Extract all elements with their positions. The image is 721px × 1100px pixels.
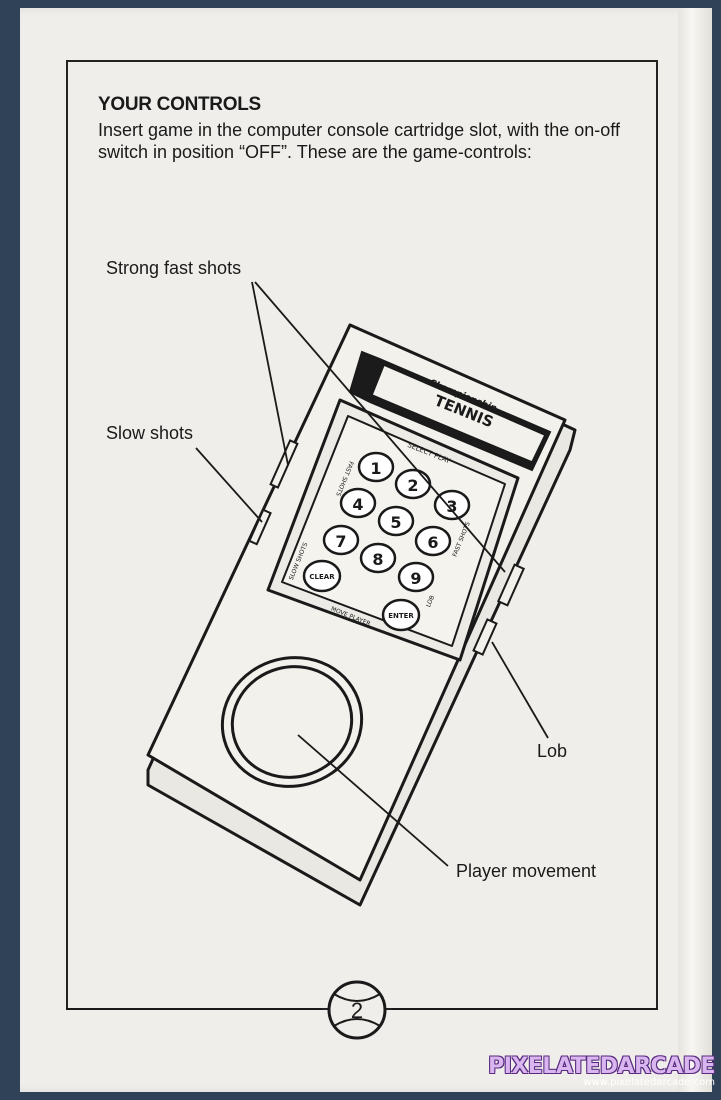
lob-label: LOB — [425, 595, 436, 609]
intro-paragraph: Insert game in the computer console cart… — [98, 120, 620, 162]
key-3[interactable]: 3 — [433, 489, 471, 521]
keypad: 1 2 3 4 5 6 7 8 9 CLEAR ENTER — [302, 451, 471, 632]
svg-text:1: 1 — [370, 459, 381, 478]
key-8[interactable]: 8 — [359, 542, 397, 574]
watermark-url: www.pixelatedarcade.com — [583, 1077, 715, 1088]
page-fold — [678, 8, 712, 1092]
svg-text:5: 5 — [390, 513, 401, 532]
svg-text:8: 8 — [372, 550, 383, 569]
key-5[interactable]: 5 — [377, 505, 415, 537]
section-heading: YOUR CONTROLS — [98, 94, 261, 115]
key-9[interactable]: 9 — [397, 561, 435, 593]
svg-text:2: 2 — [407, 476, 418, 495]
svg-text:6: 6 — [427, 533, 438, 552]
watermark: PIXELATEDARCADE www.pixelatedarcade.com — [488, 1054, 715, 1088]
page-number-ball — [327, 980, 387, 1040]
svg-text:CLEAR: CLEAR — [309, 573, 335, 581]
watermark-logo: PIXELATEDARCADE — [488, 1054, 715, 1079]
key-1[interactable]: 1 — [357, 451, 395, 483]
svg-text:9: 9 — [410, 569, 421, 588]
callout-player-movement: Player movement — [456, 861, 597, 881]
key-7[interactable]: 7 — [322, 524, 360, 556]
svg-text:3: 3 — [446, 497, 457, 516]
callout-slow-shots: Slow shots — [106, 423, 194, 443]
key-clear[interactable]: CLEAR — [302, 559, 342, 593]
page-number: 2 — [350, 998, 364, 1023]
svg-text:7: 7 — [335, 532, 346, 551]
callout-leader-lines — [195, 281, 549, 867]
key-2[interactable]: 2 — [394, 468, 432, 500]
callout-strong-fast-shots: Strong fast shots — [106, 258, 242, 278]
key-4[interactable]: 4 — [339, 487, 377, 519]
callout-lob: Lob — [537, 741, 568, 761]
key-enter[interactable]: ENTER — [381, 598, 421, 632]
key-6[interactable]: 6 — [414, 525, 452, 557]
svg-text:4: 4 — [352, 495, 363, 514]
svg-text:ENTER: ENTER — [388, 612, 414, 620]
